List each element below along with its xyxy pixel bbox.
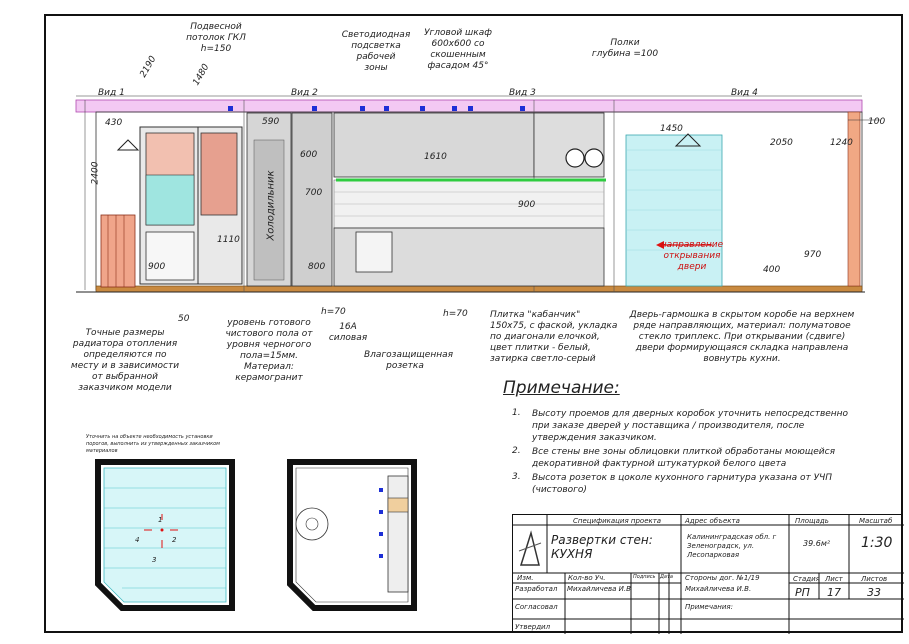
dim-h70-right: h=70: [443, 309, 468, 319]
ceiling-note: Подвесной потолок ГКЛ h=150: [186, 22, 246, 54]
title-block: Спецификация проекта Адрес объекта Площа…: [512, 514, 904, 634]
tb-scale-header: Масштаб: [859, 517, 893, 525]
dim-100: 100: [868, 117, 886, 127]
note-number-3: 3.: [512, 472, 521, 482]
tb-col-izm: Изм.: [517, 574, 534, 582]
studio-logo-icon: [518, 530, 542, 566]
tb-row-agreed: Согласовал: [515, 603, 558, 611]
tb-col-kol: Кол-во Уч.: [568, 574, 606, 582]
tb-sheets-header: Листов: [861, 575, 888, 583]
tb-col-data: Дата: [660, 574, 673, 580]
notes-title: Примечание:: [503, 378, 620, 398]
dim-1610: 1610: [424, 152, 447, 162]
tb-col-podpis: Подпись: [633, 574, 656, 580]
view-label-1: Вид 1: [98, 88, 125, 98]
plan-marker-3: 3: [152, 556, 157, 564]
tb-sheet-header: Лист: [825, 575, 843, 583]
tb-row-developer: Разработал: [515, 585, 558, 593]
tb-spec-header: Спецификация проекта: [573, 517, 662, 525]
floor-plan-furniture: [287, 459, 417, 611]
tb-row-approved: Утвердил: [515, 623, 551, 631]
tile-note: Плитка "кабанчик" 150х75, с фаской, укла…: [490, 310, 618, 364]
dim-1000: 2050: [770, 138, 793, 148]
tb-stage: РП: [795, 586, 810, 599]
plan-marker-4: 4: [135, 536, 140, 544]
dim-600: 600: [300, 150, 318, 160]
tb-area: 39.6м²: [803, 539, 831, 548]
tb-remarks: Примечания:: [685, 603, 733, 611]
tb-sheets: 33: [867, 586, 881, 599]
note-item-1: Высоту проемов для дверных коробок уточн…: [532, 409, 849, 443]
radiator-note: Точные размеры радиатора отопления опред…: [70, 328, 180, 393]
dim-590: 590: [262, 117, 280, 127]
door-direction-note: направление открывания двери: [660, 240, 724, 272]
dim-50: 50: [178, 314, 190, 324]
note-number-1: 1.: [512, 408, 521, 418]
radiator: [100, 214, 136, 288]
dim-970: 970: [804, 250, 822, 260]
tb-area-header: Площадь: [795, 517, 829, 525]
dim-1110: 1110: [217, 235, 240, 245]
plan-marker-1: 1: [158, 516, 163, 524]
plans-note: Уточнить на объекте необходимость устано…: [86, 434, 220, 454]
socket-16a-note: 16А силовая: [328, 322, 368, 343]
tb-sheet-title: Развертки стен: КУХНЯ: [551, 533, 653, 561]
tb-customer: Михайличева И.В.: [685, 585, 752, 593]
plan-marker-2: 2: [172, 536, 177, 544]
dim-h70-left: h=70: [321, 307, 346, 317]
floor-note: уровень готового чистового пола от уровн…: [225, 318, 313, 383]
tb-dev-name: Михайличева И.В: [567, 585, 631, 593]
dim-400: 400: [763, 265, 781, 275]
pendant-lamp-icon: [674, 133, 702, 147]
corner-cabinet-note: Угловой шкаф 600х600 со скошенным фасадо…: [424, 28, 492, 71]
dim-430: 430: [105, 118, 123, 128]
oven: [355, 231, 393, 273]
tb-scale: 1:30: [861, 535, 893, 551]
window-pane-right: [200, 132, 238, 216]
note-number-2: 2.: [512, 446, 521, 456]
floor-strip: [95, 285, 863, 293]
view-label-2: Вид 2: [291, 88, 318, 98]
dim-900b: 900: [518, 200, 536, 210]
dim-1240: 1450: [660, 124, 683, 134]
dim-800: 800: [308, 262, 326, 272]
floor-plan-tiles: [95, 459, 235, 611]
glass-folding-door: [625, 134, 723, 287]
led-note: Светодиодная подсветка рабочей зоны: [341, 30, 411, 73]
door-note: Дверь-гармошка в скрытом коробе на верхн…: [629, 310, 855, 364]
fridge-label: Холодильник: [265, 170, 277, 241]
tb-contract: Стороны дог. №1/19: [685, 574, 760, 582]
tb-stage-header: Стадия: [793, 575, 820, 583]
hood-fan: [565, 148, 585, 168]
view-label-3: Вид 3: [509, 88, 536, 98]
note-item-2: Все стены вне зоны облицовки плиткой обр…: [532, 447, 835, 469]
shelves-note: Полки глубина =100: [591, 38, 659, 59]
tb-address-header: Адрес объекта: [685, 517, 740, 525]
dim-2400: 2400: [90, 161, 101, 185]
tall-cabinet: [291, 112, 333, 287]
moisture-socket-note: Влагозащищенная розетка: [364, 350, 454, 371]
note-item-3: Высота розеток в цоколе кухонного гарнит…: [532, 473, 833, 495]
dim-900: 900: [148, 262, 166, 272]
wall-edge-right: [847, 111, 861, 287]
view-label-4: Вид 4: [731, 88, 758, 98]
dim-700: 700: [305, 188, 323, 198]
dim-500: 1240: [830, 138, 853, 148]
tb-address: Калининградская обл. г Зеленоградск, ул.…: [687, 533, 777, 559]
tb-sheet: 17: [827, 586, 841, 599]
upper-cabinets: [333, 112, 535, 178]
